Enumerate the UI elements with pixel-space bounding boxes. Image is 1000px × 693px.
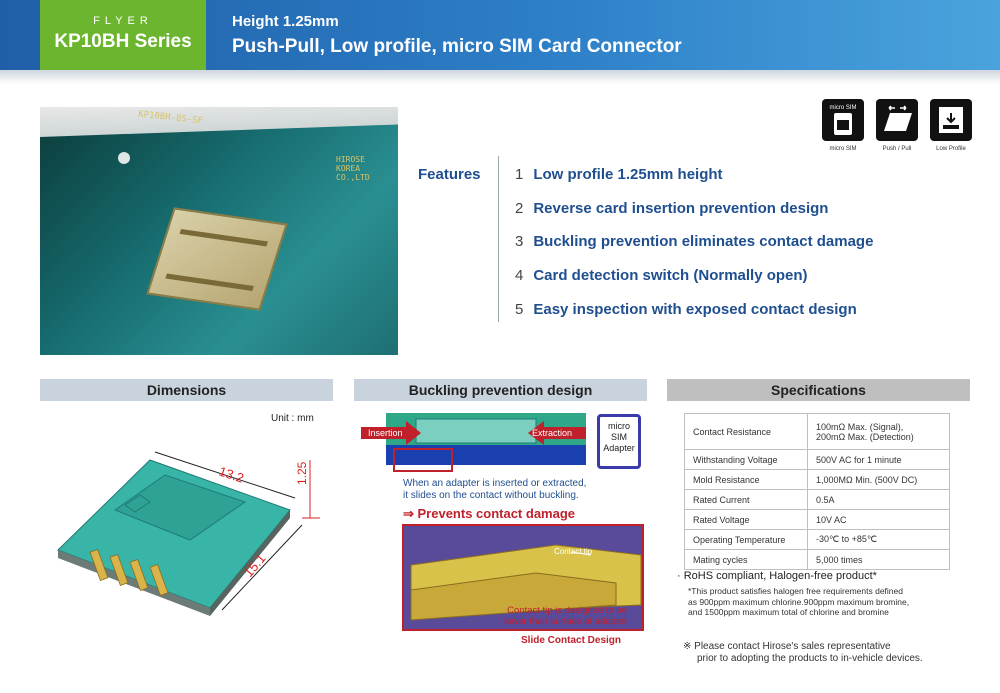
dim-width-label: 13.2	[217, 464, 246, 486]
feature-item: 1 Low profile 1.25mm height	[515, 166, 723, 183]
spec-value: 10V AC	[807, 509, 950, 530]
feature-item: 3 Buckling prevention eliminates contact …	[515, 233, 873, 250]
feature-text: Low profile 1.25mm height	[533, 166, 723, 183]
height-label: Height 1.25mm	[232, 13, 339, 30]
table-row: Operating Temperature-30℃ to +85℃	[684, 529, 950, 550]
adapter-line: Adapter	[603, 443, 635, 453]
photo-background	[40, 107, 398, 137]
rohs-statement: · RoHS compliant, Halogen-free product*	[677, 570, 877, 582]
specifications-header: Specifications	[667, 379, 970, 401]
feature-text: Card detection switch (Normally open)	[533, 267, 808, 284]
micro-sim-icon: micro SIM	[822, 99, 864, 141]
spec-value: 500V AC for 1 minute	[807, 449, 950, 470]
insertion-label: Insertion	[368, 428, 403, 438]
adapter-line: SIM	[610, 432, 627, 442]
feature-item: 4 Card detection switch (Normally open)	[515, 267, 808, 284]
low-profile-caption: Low Profile	[936, 146, 966, 152]
prevents-damage-label: ⇒ Prevents contact damage	[403, 506, 576, 521]
contact-line: prior to adopting the products to in-veh…	[697, 653, 923, 664]
micro-sim-caption: micro SIM	[829, 146, 857, 152]
note-line: and 1500ppm maximum total of chlorine an…	[688, 607, 889, 617]
buckling-description: When an adapter is inserted or extracted…	[403, 478, 586, 502]
spec-value: -30℃ to +85℃	[807, 529, 950, 550]
spec-value: 100mΩ Max. (Signal), 200mΩ Max. (Detecti…	[807, 413, 950, 450]
feature-item: 5 Easy inspection with exposed contact de…	[515, 301, 857, 318]
push-pull-icon	[876, 99, 918, 141]
product-photo: KP10BH-8S-SF HIROSE KOREA CO.,LTD	[40, 107, 398, 355]
series-tag: FLYER KP10BH Series	[40, 0, 206, 70]
unit-label: Unit : mm	[271, 413, 314, 424]
features-label: Features	[418, 166, 481, 183]
contact-notice: ※ Please contact Hirose's sales represen…	[683, 641, 923, 665]
header-title-block: Height 1.25mm Push-Pull, Low profile, mi…	[232, 13, 682, 58]
specifications-table: Contact Resistance 100mΩ Max. (Signal), 2…	[684, 413, 950, 570]
silk-maker-line: HIROSE	[336, 155, 365, 164]
spec-key: Contact Resistance	[684, 413, 808, 450]
header-shadow	[0, 70, 1000, 84]
dimensions-header: Dimensions	[40, 379, 333, 401]
feature-number: 1	[515, 166, 524, 183]
tip-note-line: Contact tip is designed to be	[507, 605, 628, 616]
page-title: Push-Pull, Low profile, micro SIM Card C…	[232, 36, 682, 57]
feature-number: 2	[515, 200, 524, 217]
feature-number: 5	[515, 301, 524, 318]
silk-maker-line: CO.,LTD	[336, 173, 370, 182]
spec-key: Withstanding Voltage	[684, 449, 808, 470]
spec-value-line: 100mΩ Max. (Signal), 200mΩ Max. (Detecti…	[816, 421, 914, 442]
micro-sim-icon-label: micro SIM	[830, 105, 857, 111]
feature-text: Easy inspection with exposed contact des…	[533, 301, 857, 318]
feature-number: 4	[515, 267, 524, 284]
note-line: as 900ppm maximum chlorine.900ppm maximu…	[688, 596, 910, 607]
contact-tip-note: Contact tip is designed to be lower than…	[504, 605, 627, 627]
buckling-desc-line: When an adapter is inserted or extracted…	[403, 478, 587, 489]
spec-key: Mating cycles	[684, 549, 808, 570]
spec-value: 1,000MΩ Min. (500V DC)	[807, 469, 950, 490]
feature-item: 2 Reverse card insertion prevention desig…	[515, 200, 828, 217]
low-profile-icon	[930, 99, 972, 141]
buckling-desc-line: it slides on the contact without bucklin…	[403, 490, 579, 501]
silk-maker: HIROSE KOREA CO.,LTD	[336, 155, 370, 182]
push-pull-caption: Push / Pull	[882, 146, 912, 152]
sim-socket	[146, 207, 288, 311]
contact-tip-label: Contact tip	[554, 547, 593, 556]
extraction-label: Extraction	[532, 428, 572, 438]
spec-key: Operating Temperature	[684, 529, 808, 550]
dimensions-drawing: 13.2 15.1 1.25	[40, 430, 340, 620]
slide-contact-caption: Slide Contact Design	[521, 635, 622, 646]
board-hole	[118, 152, 130, 164]
spec-value: 5,000 times	[807, 549, 950, 570]
note-line: *This product satisfies halogen free req…	[688, 586, 903, 596]
buckling-diagram: Insertion Extraction Contact tip micro S…	[356, 405, 652, 665]
buckling-header: Buckling prevention design	[354, 379, 647, 401]
series-name: KP10BH Series	[54, 31, 192, 52]
silk-maker-line: KOREA	[336, 164, 361, 173]
spec-key: Mold Resistance	[684, 469, 808, 490]
dim-height-label: 1.25	[295, 461, 309, 485]
features-divider	[498, 156, 499, 322]
adapter-line: micro	[608, 421, 630, 431]
spec-key: Rated Current	[684, 489, 808, 510]
feature-number: 3	[515, 233, 524, 250]
feature-text: Reverse card insertion prevention design	[533, 200, 829, 217]
spec-value: 0.5A	[807, 489, 950, 510]
flyer-label: FLYER	[93, 15, 153, 27]
feature-text: Buckling prevention eliminates contact d…	[533, 233, 874, 250]
spec-key: Rated Voltage	[684, 509, 808, 530]
sim-adapter-box: micro SIM Adapter	[597, 414, 641, 469]
table-row: Contact Resistance 100mΩ Max. (Signal), 2…	[684, 413, 950, 450]
tip-note-line: lower than surface of adapter	[504, 616, 628, 627]
halogen-note: *This product satisfies halogen free req…	[688, 586, 909, 618]
contact-line: ※ Please contact Hirose's sales represen…	[683, 641, 891, 652]
